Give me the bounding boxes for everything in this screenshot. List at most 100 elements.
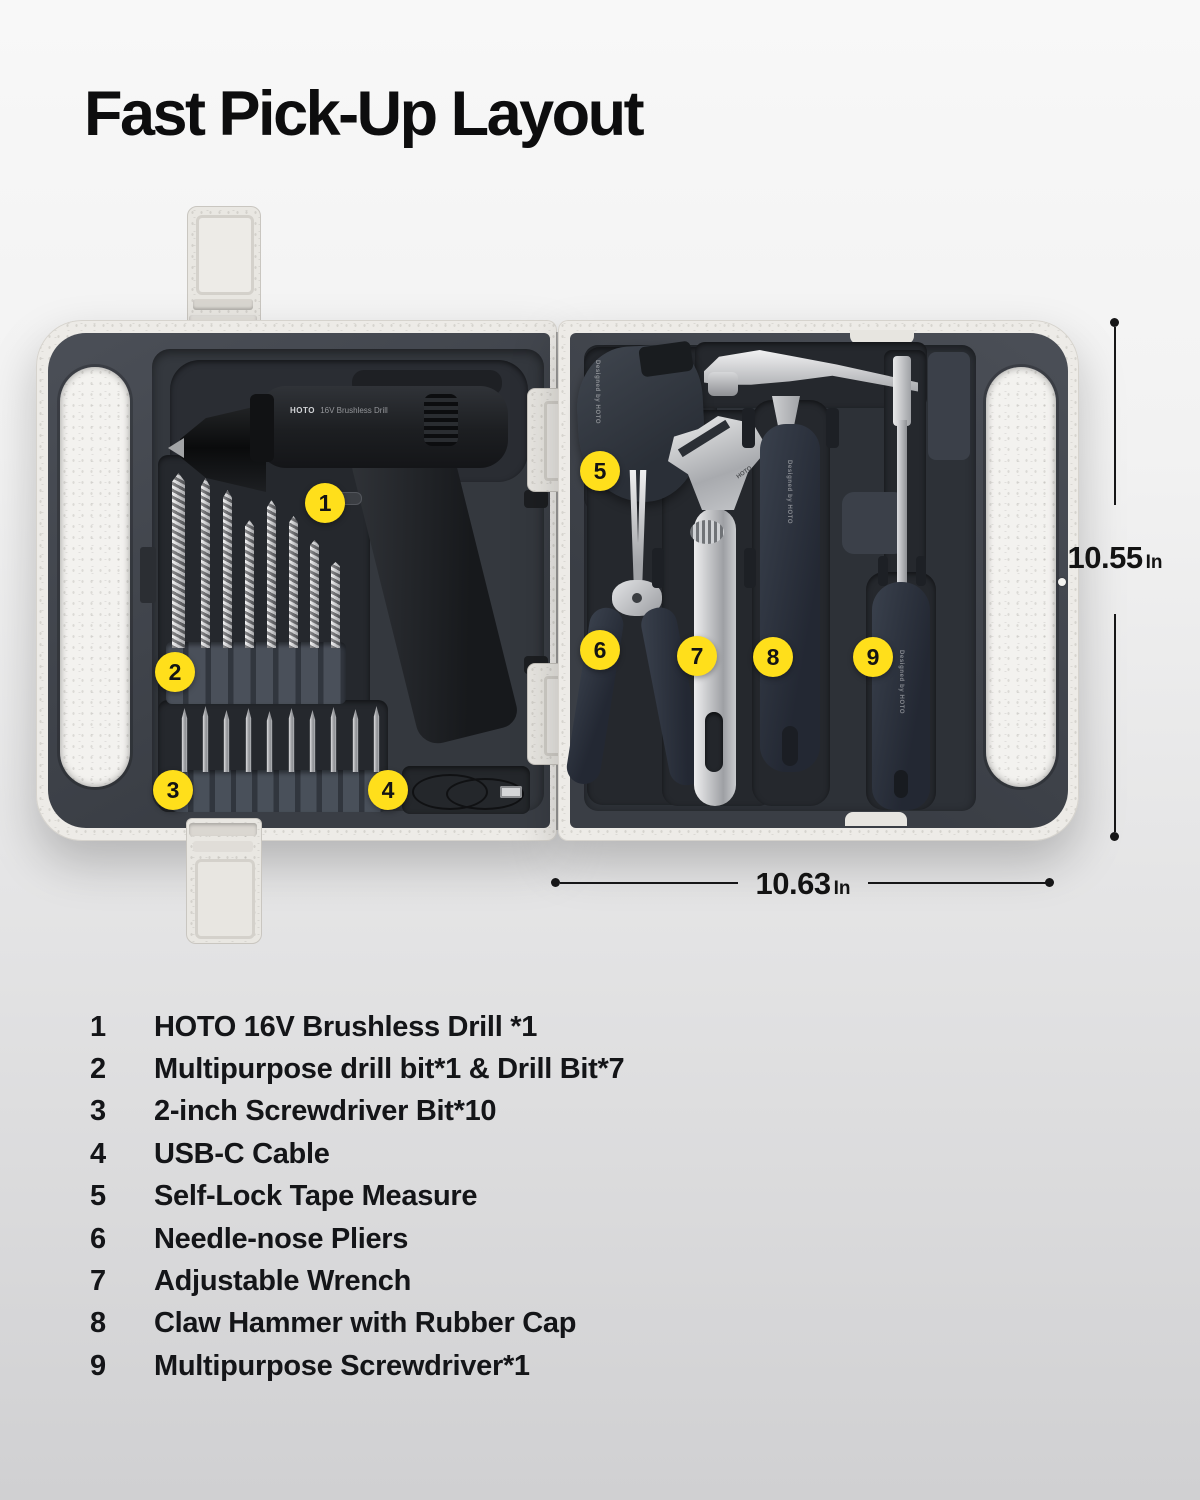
tool-clip <box>744 548 756 588</box>
legend-item-8: 8 Claw Hammer with Rubber Cap <box>90 1303 1110 1345</box>
marker-7: 7 <box>677 636 717 676</box>
screwdriver-bit <box>181 708 188 772</box>
legend-label: Needle-nose Pliers <box>154 1222 409 1255</box>
legend-number: 4 <box>90 1137 106 1170</box>
dim-height-line-top <box>1114 327 1116 505</box>
foam-block <box>842 492 906 554</box>
legend-number: 9 <box>90 1349 106 1382</box>
hammer-handle-hole <box>782 726 798 766</box>
dim-width-value: 10.63 <box>755 866 832 901</box>
dim-width-label: 10.63 In <box>740 866 866 902</box>
dim-height-label: 10.55 In <box>1052 540 1178 576</box>
legend-label: Self-Lock Tape Measure <box>154 1180 478 1213</box>
tool-clip <box>742 408 755 448</box>
legend-number: 2 <box>90 1053 106 1086</box>
drill-label: HOTO 16V Brushless Drill <box>290 406 388 415</box>
screwdriver-bit <box>245 708 252 772</box>
latch-plate <box>196 215 254 295</box>
marker-6: 6 <box>580 630 620 670</box>
tape-measure-branding: Designed by HOTO <box>594 360 600 425</box>
dim-width-line-left <box>560 882 738 884</box>
marker-1: 1 <box>305 483 345 523</box>
drill-bit <box>331 562 340 648</box>
legend-item-1: 1 HOTO 16V Brushless Drill *1 <box>90 1006 1110 1048</box>
shell-notch-top <box>850 330 914 344</box>
screwdriver-bit <box>373 706 380 772</box>
usb-cable-loop <box>446 778 524 810</box>
legend-list: 1 HOTO 16V Brushless Drill *1 2 Multipur… <box>90 1006 1110 1388</box>
shell-notch-bottom <box>845 812 907 826</box>
hammer-branding: Designed by HOTO <box>786 460 792 525</box>
legend-number: 8 <box>90 1307 106 1340</box>
screwdriver-bit <box>202 706 209 772</box>
legend-label: Multipurpose drill bit*1 & Drill Bit*7 <box>154 1053 625 1086</box>
legend-label: Claw Hammer with Rubber Cap <box>154 1307 577 1340</box>
shell-pin <box>1058 578 1066 586</box>
multipurpose-drill-bit <box>172 473 185 648</box>
legend-number: 6 <box>90 1222 106 1255</box>
legend-item-2: 2 Multipurpose drill bit*1 & Drill Bit*7 <box>90 1048 1110 1090</box>
screwdriver-branding: Designed by HOTO <box>898 650 904 715</box>
drill-body <box>258 386 508 468</box>
foam-block <box>928 352 970 460</box>
marker-9: 9 <box>853 637 893 677</box>
legend-number: 7 <box>90 1265 106 1298</box>
wrench-worm-screw <box>690 520 724 544</box>
marker-5: 5 <box>580 451 620 491</box>
legend-item-7: 7 Adjustable Wrench <box>90 1260 1110 1302</box>
marker-4: 4 <box>368 770 408 810</box>
legend-number: 3 <box>90 1095 106 1128</box>
case-latch-bottom <box>186 818 262 944</box>
dim-height-value: 10.55 <box>1067 540 1144 575</box>
case-left-handle-cutout <box>60 367 130 787</box>
page-title: Fast Pick-Up Layout <box>84 79 645 149</box>
tool-clip <box>652 548 664 588</box>
screwdriver-bit-holder <box>172 770 386 812</box>
dim-height-dot-top <box>1110 318 1119 327</box>
dim-height-unit: In <box>1145 552 1163 573</box>
legend-label: Adjustable Wrench <box>154 1265 412 1298</box>
drill-bit <box>289 516 298 648</box>
dim-width-dot-right <box>1045 878 1054 887</box>
case-latch-top <box>187 206 261 338</box>
case-seam <box>556 332 559 830</box>
legend-number: 1 <box>90 1010 106 1043</box>
pliers-joint-bolt <box>632 593 642 603</box>
dim-width-line-right <box>868 882 1046 884</box>
latch-bar <box>193 841 253 852</box>
legend-label: 2-inch Screwdriver Bit*10 <box>154 1095 497 1128</box>
screwdriver-bit <box>352 709 359 772</box>
marker-2: 2 <box>155 652 195 692</box>
legend-item-5: 5 Self-Lock Tape Measure <box>90 1176 1110 1218</box>
panel-notch <box>140 547 156 603</box>
legend-item-9: 9 Multipurpose Screwdriver*1 <box>90 1345 1110 1387</box>
latch-bar <box>193 299 253 310</box>
dim-height-dot-bottom <box>1110 832 1119 841</box>
screwdriver-handle-hole <box>894 770 908 798</box>
screwdriver-shaft <box>897 420 907 595</box>
legend-item-4: 4 USB-C Cable <box>90 1133 1110 1175</box>
wrench-handle-hole <box>705 712 723 772</box>
dim-width-dot-left <box>551 878 560 887</box>
marker-3: 3 <box>153 770 193 810</box>
tool-clip <box>916 556 926 586</box>
hammer-handle <box>760 424 820 772</box>
tool-clip <box>826 408 839 448</box>
screwdriver-bit <box>223 710 230 772</box>
legend-item-3: 3 2-inch Screwdriver Bit*10 <box>90 1091 1110 1133</box>
marker-8: 8 <box>753 637 793 677</box>
drill-bit <box>223 490 232 648</box>
hammer-face <box>708 372 738 396</box>
drill-bit <box>245 520 254 648</box>
legend-label: Multipurpose Screwdriver*1 <box>154 1349 530 1382</box>
dim-height-line-bottom <box>1114 614 1116 832</box>
screwdriver-bit <box>309 710 316 772</box>
screwdriver-sleeve <box>893 356 911 426</box>
legend-label: USB-C Cable <box>154 1137 330 1170</box>
latch-plate <box>195 859 255 939</box>
legend-number: 5 <box>90 1180 106 1213</box>
drill-bit-holder <box>166 642 346 704</box>
drill-collar <box>250 394 274 462</box>
drill-bit <box>267 500 276 648</box>
